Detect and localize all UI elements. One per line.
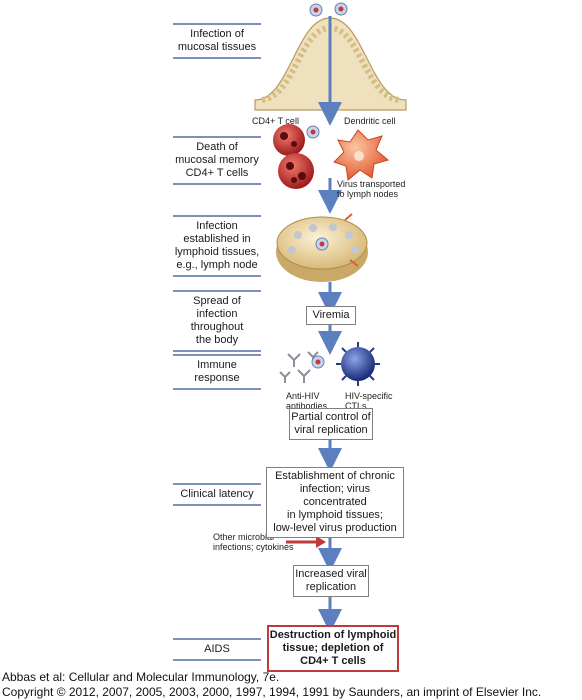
box-increased-replication: Increased viral replication [293,565,369,597]
stage-label-aids: AIDS [173,638,261,661]
box-chronic-infection: Establishment of chronic infection; viru… [266,467,404,538]
ctl-cell-shape [336,342,380,386]
stage-label-immune: Immune response [173,354,261,390]
dead-tcell-1 [273,124,305,156]
virion-on-tcell [306,125,320,139]
box-viremia: Viremia [306,306,356,325]
box-partial-control: Partial control of viral replication [289,408,373,440]
dendritic-cell-shape [333,129,390,181]
virion-top-right [334,2,348,16]
label-hiv-ctls: HIV-specific CTLs [345,391,393,411]
dead-tcell-2 [278,153,314,189]
citation-line: Abbas et al: Cellular and Molecular Immu… [2,670,280,684]
lymph-node [276,213,368,282]
stage-label-mucosal: Infection of mucosal tissues [173,23,261,59]
virion-top-left [309,3,323,17]
stage-label-latency: Clinical latency [173,483,261,506]
label-dendritic-cell: Dendritic cell [344,116,396,126]
stage-label-spread: Spread of infection throughout the body [173,290,261,352]
label-virus-transported: Virus transported to lymph nodes [337,179,406,199]
virion-near-antibodies [311,355,325,369]
label-other-infections: Other microbial infections; cytokines [213,532,294,552]
box-destruction: Destruction of lymphoid tissue; depletio… [267,625,399,672]
copyright-line: Copyright © 2012, 2007, 2005, 2003, 2000… [2,685,542,699]
red-input-arrow [286,536,326,548]
stage-label-lymphoid: Infection established in lymphoid tissue… [173,215,261,277]
label-cd4-t-cell: CD4+ T cell [252,116,299,126]
label-anti-hiv: Anti-HIV antibodies [286,391,328,411]
antibody-cluster [279,351,319,383]
stage-label-death: Death of mucosal memory CD4+ T cells [173,136,261,185]
